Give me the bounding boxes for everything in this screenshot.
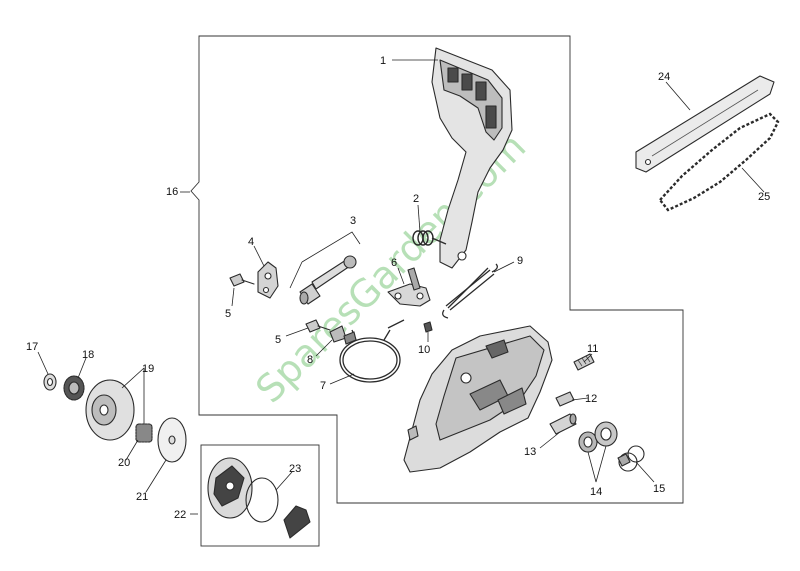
part-band-clip [329,325,357,345]
callout-1: 1 [380,55,386,67]
part-washer [43,373,57,391]
callout-20: 20 [118,457,130,469]
callout-2: 2 [413,193,419,205]
part-screw-lower [305,319,331,333]
callout-15: 15 [653,483,665,495]
part-sleeve [549,413,577,435]
part-clutch-assembly [207,457,253,519]
part-shaft [299,255,357,305]
part-brake-band [339,319,405,383]
part-screw-upper [229,273,255,287]
part-clutch-drum [85,379,135,441]
assembly-group-outline [190,35,684,504]
part-washer-clip [617,445,645,472]
part-clutch-spring [245,477,279,523]
callout-5a: 5 [225,308,231,320]
part-guide-bar [635,75,775,173]
part-nut-large [578,431,598,453]
part-link-lever [387,267,431,307]
callout-12: 12 [585,393,597,405]
callout-21: 21 [136,491,148,503]
part-nut-flange [594,421,618,447]
callout-17: 17 [26,341,38,353]
part-pin [555,391,575,407]
callout-25: 25 [758,191,770,203]
callout-19: 19 [142,363,154,375]
bracket-part-3 [289,231,361,289]
part-sprocket [63,375,85,401]
callout-14: 14 [590,486,602,498]
callout-6: 6 [391,257,397,269]
callout-10: 10 [418,344,430,356]
clutch-kit-box [200,444,320,547]
callout-5b: 5 [275,334,281,346]
callout-7: 7 [320,380,326,392]
callout-11: 11 [587,343,598,355]
part-chain-brake-handle [431,47,513,269]
part-lever-plate [257,261,279,299]
part-saw-chain [658,112,780,212]
part-thrust-washer [157,417,187,463]
callout-4: 4 [248,236,254,248]
part-small-pin [423,321,433,333]
callout-9: 9 [517,255,523,267]
callout-22: 22 [174,509,186,521]
part-clutch-tool [283,505,311,539]
callout-24: 24 [658,71,670,83]
leader-lines [37,59,765,515]
part-needle-bearing [135,423,153,443]
callout-13: 13 [524,446,536,458]
callout-3: 3 [350,215,356,227]
callout-8: 8 [307,354,313,366]
callout-labels: 1 2 3 4 5 5 6 7 8 9 10 11 12 13 14 15 16… [26,55,770,521]
callout-18: 18 [82,349,94,361]
part-torsion-spring [412,230,447,246]
callout-23: 23 [289,463,301,475]
part-clutch-cover [403,325,553,473]
part-coil-spring [442,263,498,319]
callout-16: 16 [166,186,178,198]
